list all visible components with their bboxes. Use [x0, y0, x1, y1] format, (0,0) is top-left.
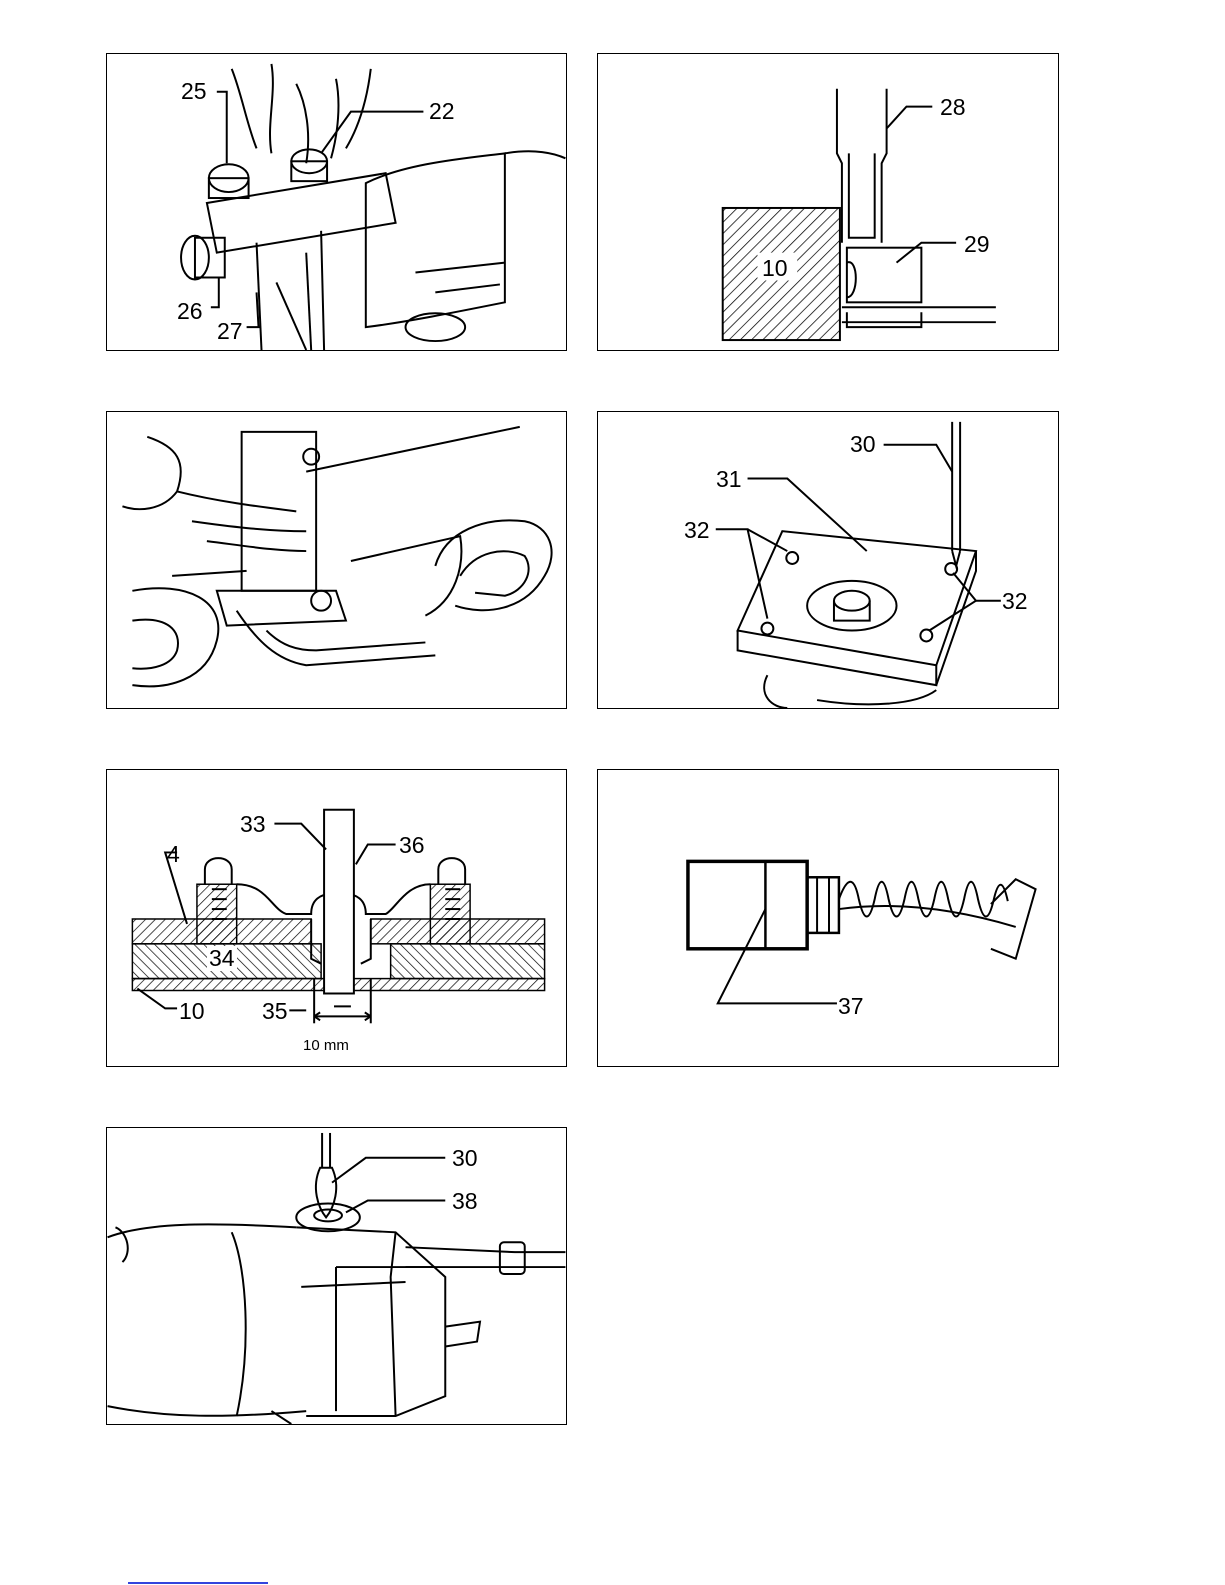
callout-label: 36 [399, 834, 425, 857]
callout-label: 32 [684, 519, 710, 542]
callout-label: 30 [452, 1147, 478, 1170]
dimension-label: 10 mm [303, 1038, 349, 1053]
guide-roller-illustration [598, 54, 1058, 350]
figure-trimmer-guide: 25 22 26 27 [106, 53, 567, 351]
trimmer-guide-illustration [107, 54, 566, 350]
template-routing-illustration [107, 412, 566, 708]
figure-carbon-brush: 37 [597, 769, 1059, 1067]
callout-label: 25 [181, 80, 207, 103]
callout-label: 22 [429, 100, 455, 123]
figure-templet-guide-section: 33 36 4 34 10 35 10 mm [106, 769, 567, 1067]
callout-label: 27 [217, 320, 243, 343]
base-screws-illustration [598, 412, 1058, 708]
callout-label: 33 [240, 813, 266, 836]
figure-brush-cap: 30 38 [106, 1127, 567, 1425]
callout-label: 31 [716, 468, 742, 491]
callout-label: 10 [762, 257, 788, 280]
callout-label: 26 [177, 300, 203, 323]
callout-label: 30 [850, 433, 876, 456]
callout-label: 35 [262, 1000, 288, 1023]
callout-label: 29 [964, 233, 990, 256]
footer-link-underline[interactable] [128, 1582, 268, 1584]
brush-cap-illustration [107, 1128, 566, 1424]
callout-label: 4 [167, 843, 180, 866]
callout-label: 38 [452, 1190, 478, 1213]
carbon-brush-illustration [598, 770, 1058, 1066]
callout-label: 37 [838, 995, 864, 1018]
figure-template-routing [106, 411, 567, 709]
figure-base-screws: 30 31 32 32 [597, 411, 1059, 709]
callout-label: 28 [940, 96, 966, 119]
figure-guide-roller: 28 10 29 [597, 53, 1059, 351]
callout-label: 32 [1002, 590, 1028, 613]
callout-label: 10 [179, 1000, 205, 1023]
templet-guide-section-illustration [107, 770, 566, 1066]
callout-label: 34 [207, 946, 237, 971]
